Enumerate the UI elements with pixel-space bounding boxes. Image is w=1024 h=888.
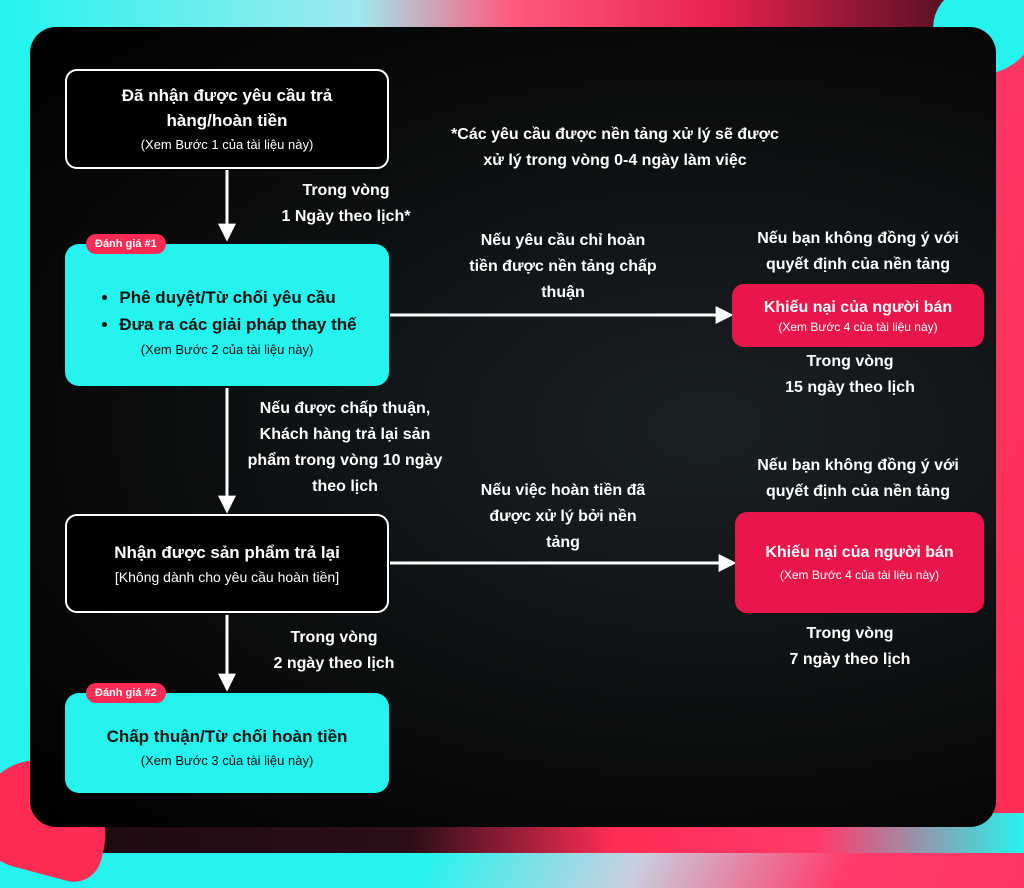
label-approved-return-line2: Khách hàng trả lại sản — [259, 426, 431, 443]
label-approved-return: Nếu được chấp thuận, Khách hàng trả lại … — [236, 396, 454, 500]
box-seller-appeal-2-sub: (Xem Bước 4 của tài liệu này) — [779, 567, 940, 582]
box-product-returned-title: Nhận được sản phẩm trả lại — [114, 543, 340, 562]
label-refund-only: Nếu yêu cầu chỉ hoàn tiền được nền tảng … — [443, 228, 683, 306]
label-within-15-days-line1: Trong vòng — [806, 353, 894, 370]
box-request-received-sub: (Xem Bước 1 của tài liệu này) — [140, 137, 314, 152]
label-within-7-days-line1: Trong vòng — [806, 625, 894, 642]
box-seller-appeal-1-title: Khiếu nại của người bán — [763, 298, 953, 316]
label-disagree-2-line2: quyết định của nền tảng — [765, 483, 950, 500]
label-within-2-days-line2: 2 ngày theo lịch — [273, 655, 395, 672]
review1-bullets: Phê duyệt/Từ chối yêu cầu Đưa ra các giả… — [97, 284, 356, 338]
box-review2-sub: (Xem Bước 3 của tài liệu này) — [140, 752, 314, 768]
label-refund-only-line1: Nếu yêu cầu chỉ hoàn — [480, 232, 646, 249]
label-approved-return-line1: Nếu được chấp thuận, — [259, 400, 431, 417]
processing-note: *Các yêu cầu được nền tảng xử lý sẽ được… — [420, 122, 810, 174]
label-disagree-1-line1: Nếu bạn không đồng ý với — [757, 230, 959, 247]
box-review2-title: Chấp thuận/Từ chối hoàn tiền — [106, 726, 348, 746]
label-within-1-day-line1: Trong vòng — [302, 182, 390, 199]
label-within-1-day-line2: 1 Ngày theo lịch* — [281, 208, 411, 225]
box-review1-sub: (Xem Bước 2 của tài liệu này) — [140, 342, 314, 357]
label-within-15-days: Trong vòng 15 ngày theo lịch — [760, 349, 940, 401]
processing-note-line2: xử lý trong vòng 0-4 ngày làm việc — [483, 152, 747, 169]
label-within-7-days-line2: 7 ngày theo lịch — [789, 651, 911, 668]
processing-note-line1: *Các yêu cầu được nền tảng xử lý sẽ được — [451, 126, 779, 143]
badge-review2: Đánh giá #2 — [86, 683, 166, 703]
box-product-returned: Nhận được sản phẩm trả lại [Không dành c… — [65, 514, 389, 613]
label-refund-only-line3: thuận — [541, 284, 585, 301]
label-disagree-2: Nếu bạn không đồng ý với quyết định của … — [727, 453, 989, 505]
review1-bullet-alternatives: Đưa ra các giải pháp thay thế — [119, 311, 356, 338]
label-within-2-days: Trong vòng 2 ngày theo lịch — [254, 625, 414, 677]
review1-bullet-approve: Phê duyệt/Từ chối yêu cầu — [119, 284, 356, 311]
badge-review1: Đánh giá #1 — [86, 234, 166, 254]
label-disagree-2-line1: Nếu bạn không đồng ý với — [757, 457, 959, 474]
label-approved-return-line4: theo lịch — [312, 478, 378, 495]
box-product-returned-sub: [Không dành cho yêu cầu hoàn tiền] — [114, 569, 340, 585]
label-within-2-days-line1: Trong vòng — [290, 629, 378, 646]
label-refund-processed-line3: tảng — [546, 534, 580, 551]
label-within-1-day: Trong vòng 1 Ngày theo lịch* — [246, 178, 446, 230]
label-approved-return-line3: phẩm trong vòng 10 ngày — [247, 452, 443, 469]
box-seller-appeal-2-title: Khiếu nại của người bán — [765, 543, 954, 561]
label-disagree-1: Nếu bạn không đồng ý với quyết định của … — [727, 226, 989, 278]
box-review2: Chấp thuận/Từ chối hoàn tiền (Xem Bước 3… — [65, 693, 389, 793]
box-seller-appeal-1-sub: (Xem Bước 4 của tài liệu này) — [778, 319, 938, 334]
label-within-15-days-line2: 15 ngày theo lịch — [785, 379, 915, 396]
box-review1: Phê duyệt/Từ chối yêu cầu Đưa ra các giả… — [65, 244, 389, 386]
label-refund-processed: Nếu việc hoàn tiền đã được xử lý bởi nền… — [450, 478, 676, 556]
label-disagree-1-line2: quyết định của nền tảng — [765, 256, 950, 273]
label-within-7-days: Trong vòng 7 ngày theo lịch — [770, 621, 930, 673]
label-refund-only-line2: tiền được nền tảng chấp — [469, 258, 657, 275]
label-refund-processed-line2: được xử lý bởi nền — [489, 508, 637, 525]
label-refund-processed-line1: Nếu việc hoàn tiền đã — [480, 482, 646, 499]
box-seller-appeal-2: Khiếu nại của người bán (Xem Bước 4 của … — [735, 512, 984, 613]
box-request-received-title-line2: hàng/hoàn tiền — [166, 111, 288, 130]
box-request-received: Đã nhận được yêu cầu trả hàng/hoàn tiền … — [65, 69, 389, 169]
box-seller-appeal-1: Khiếu nại của người bán (Xem Bước 4 của … — [732, 284, 984, 347]
box-request-received-title-line1: Đã nhận được yêu cầu trả — [121, 86, 333, 105]
